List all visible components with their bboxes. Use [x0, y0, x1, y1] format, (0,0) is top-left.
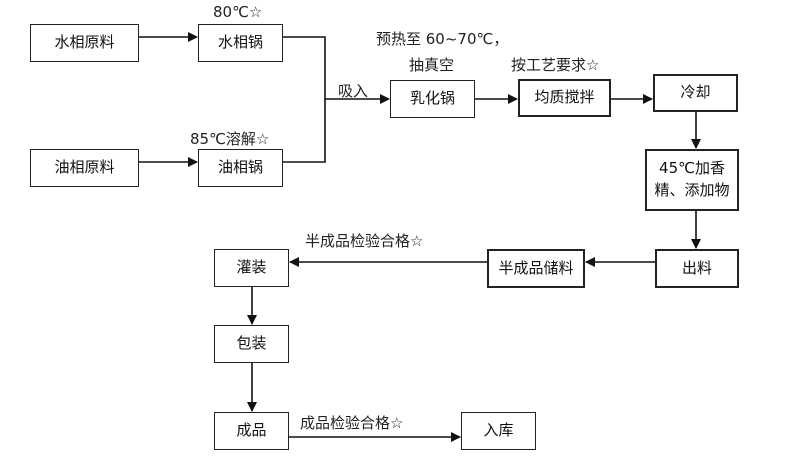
node-label: 均质搅拌 [534, 88, 595, 107]
label-process-requirement: 按工艺要求☆ [511, 56, 600, 74]
label-final-inspection: 成品检验合格☆ [300, 414, 404, 432]
node-warehouse: 入库 [461, 412, 536, 450]
node-filling: 灌装 [214, 249, 289, 287]
node-oil-raw: 油相原料 [30, 149, 139, 187]
label-preheat-line2: 抽真空 [409, 56, 455, 74]
label-oil-temp: 85℃溶解☆ [190, 130, 270, 148]
node-label: 灌装 [236, 258, 267, 277]
node-water-raw: 水相原料 [30, 24, 139, 62]
label-water-temp: 80℃☆ [213, 3, 263, 21]
node-finished: 成品 [214, 412, 289, 450]
node-label: 水相原料 [54, 33, 115, 52]
node-add-fragrance: 45℃加香 精、添加物 [645, 149, 739, 211]
label-preheat-line1: 预热至 60~70℃， [376, 30, 509, 48]
node-label: 油相锅 [217, 158, 263, 177]
node-label: 入库 [483, 421, 514, 440]
label-semi-inspection: 半成品检验合格☆ [305, 232, 424, 250]
node-oil-pot: 油相锅 [198, 149, 283, 187]
node-label: 包装 [236, 334, 267, 353]
node-label: 乳化锅 [409, 89, 455, 108]
node-water-pot: 水相锅 [198, 24, 283, 62]
node-label: 出料 [681, 258, 712, 277]
node-discharge: 出料 [655, 249, 739, 288]
node-label: 油相原料 [54, 158, 115, 177]
node-cooling: 冷却 [653, 74, 738, 112]
node-label: 半成品储料 [498, 258, 574, 277]
node-label: 成品 [236, 421, 267, 440]
node-label: 水相锅 [217, 33, 263, 52]
node-emulsify-pot: 乳化锅 [390, 80, 475, 118]
node-label-line2: 精、添加物 [654, 181, 730, 199]
node-label-line1: 45℃加香 [659, 159, 725, 178]
node-semi-storage: 半成品储料 [487, 249, 585, 288]
node-homogenize: 均质搅拌 [518, 79, 611, 117]
node-label: 冷却 [680, 83, 711, 102]
line-water-pot-merge [283, 36, 326, 163]
label-suction: 吸入 [338, 82, 369, 100]
node-packaging: 包装 [214, 325, 289, 363]
